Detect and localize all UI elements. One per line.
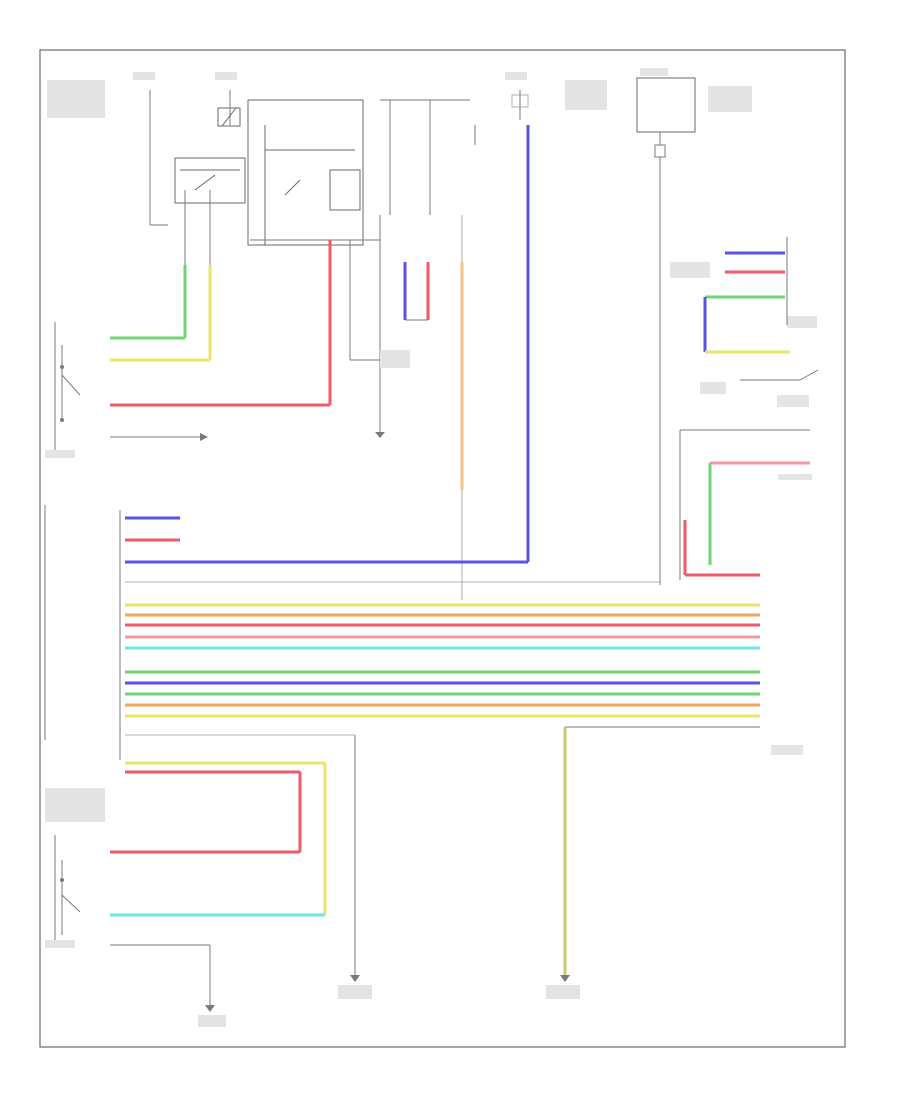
diagram-frame — [39, 49, 846, 1048]
vertical-wires-top — [183, 125, 530, 562]
fuse-relay-block — [149, 90, 476, 600]
control-module-left — [44, 505, 121, 760]
right-switch-area — [679, 237, 819, 580]
top-text-blocks — [45, 68, 817, 948]
ground-center — [375, 425, 385, 438]
fuse-box-right — [511, 77, 696, 585]
bus-wires — [125, 516, 760, 975]
left-switch-bottom — [54, 761, 327, 1005]
left-switch-top — [54, 322, 330, 450]
bottom-grounds — [198, 975, 580, 1027]
